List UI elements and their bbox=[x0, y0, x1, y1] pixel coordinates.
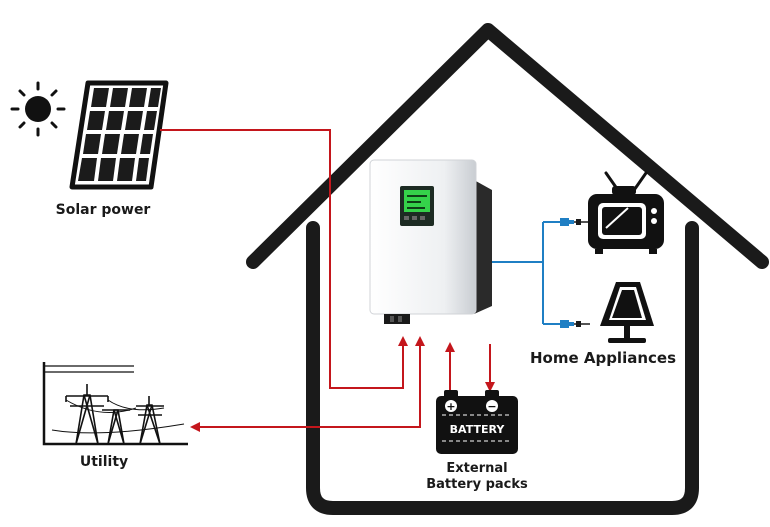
load-lines bbox=[492, 221, 560, 325]
house-outline bbox=[246, 23, 769, 515]
home-appliances-label: Home Appliances bbox=[530, 349, 676, 367]
battery-text: BATTERY bbox=[450, 423, 506, 436]
plug-icon bbox=[560, 218, 592, 226]
power-lines bbox=[160, 129, 495, 432]
external-battery-label-line2: Battery packs bbox=[426, 477, 528, 492]
solar-to-inverter-line bbox=[160, 129, 408, 389]
inverter-icon bbox=[369, 159, 492, 324]
tv-icon bbox=[588, 171, 664, 254]
external-battery-label-line1: External bbox=[446, 461, 507, 476]
lamp-icon bbox=[600, 282, 654, 343]
transmission-tower-icon bbox=[42, 362, 188, 446]
utility-line bbox=[190, 336, 425, 432]
battery-plus-sign: + bbox=[446, 400, 455, 413]
utility-label: Utility bbox=[80, 454, 128, 470]
solar-panel-icon bbox=[69, 80, 169, 190]
house-roof bbox=[246, 23, 769, 269]
sun-icon bbox=[10, 81, 66, 137]
plug-icon bbox=[560, 320, 590, 328]
battery-minus-sign: − bbox=[487, 400, 496, 413]
battery-icon: + − BATTERY bbox=[436, 390, 518, 454]
solar-power-label: Solar power bbox=[56, 202, 151, 218]
house-walls bbox=[306, 221, 699, 515]
